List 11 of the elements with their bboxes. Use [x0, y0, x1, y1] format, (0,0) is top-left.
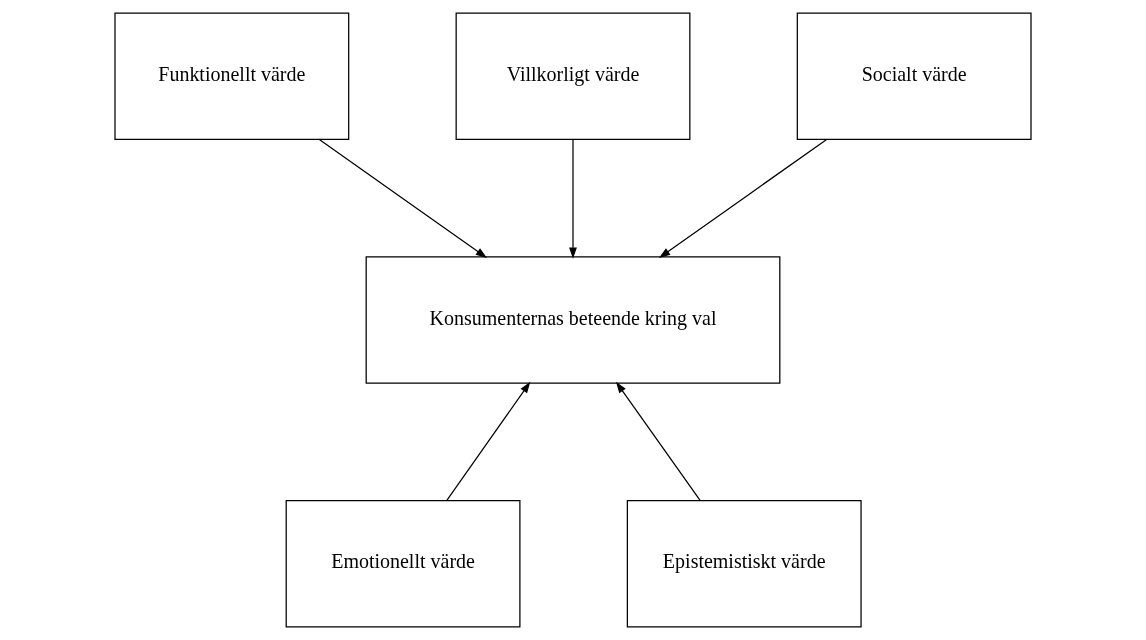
node-box: Villkorligt värde: [455, 12, 691, 141]
node-box: Socialt värde: [796, 12, 1032, 141]
arrow: [659, 139, 827, 258]
node-box: Konsumenternas beteende kring val: [365, 256, 781, 384]
node-box: Emotionellt värde: [285, 499, 521, 628]
arrow: [446, 381, 531, 502]
node-box: Funktionellt värde: [114, 12, 350, 141]
arrow: [616, 381, 701, 502]
arrow: [569, 139, 577, 259]
node-box: Epistemistiskt värde: [626, 499, 862, 628]
arrow: [319, 139, 487, 258]
